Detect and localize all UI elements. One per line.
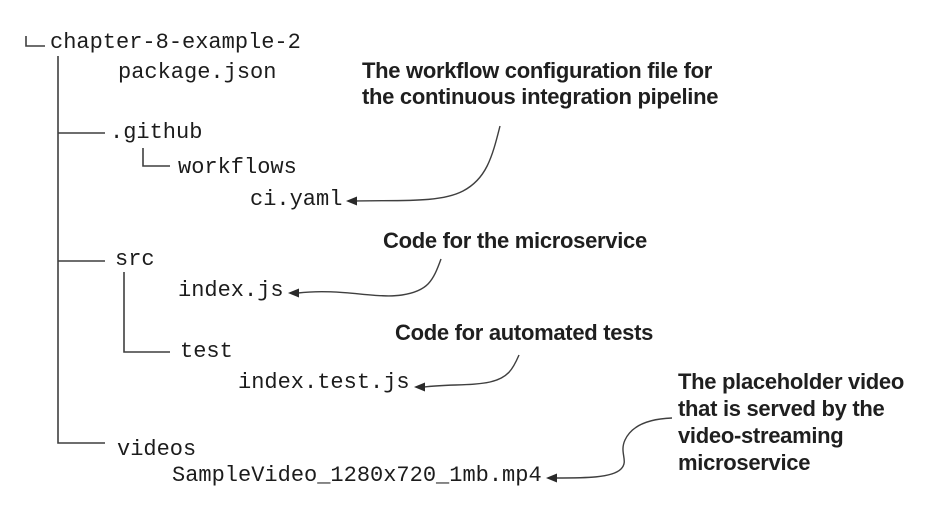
arrowhead-ci-yaml-icon: [346, 196, 357, 206]
annotation-tests: Code for automated tests: [395, 320, 654, 345]
arrowhead-index-js-icon: [288, 288, 299, 298]
annotation-placeholder-video: The placeholder video that is served by …: [678, 369, 904, 475]
tree-node-index-js: index.js: [178, 278, 284, 303]
tree-corner-workflows-line: [142, 148, 170, 167]
tree-node-test: test: [180, 339, 233, 364]
tree-node-package-json: package.json: [118, 60, 277, 85]
arrow-index-test-js: [423, 354, 520, 388]
annotation-microservice: Code for the microservice: [383, 228, 647, 253]
arrow-ci-yaml: [355, 125, 501, 202]
tree-root-corner-line: [25, 36, 45, 47]
tree-node-ci-yaml: ci.yaml: [250, 187, 343, 212]
arrow-sample-video: [555, 417, 673, 479]
tree-root-label: chapter-8-example-2: [50, 30, 301, 55]
tree-corner-test-line: [123, 272, 170, 353]
tree-node-src: src: [115, 247, 155, 272]
arrowhead-sample-video-icon: [546, 473, 557, 483]
arrow-index-js: [297, 258, 442, 297]
tree-node-workflows: workflows: [178, 155, 297, 180]
tree-node-index-test-js: index.test.js: [238, 370, 410, 395]
tree-node-sample-video: SampleVideo_1280x720_1mb.mp4: [172, 463, 542, 488]
tree-node-github: .github: [110, 120, 203, 145]
tree-node-videos: videos: [117, 437, 197, 462]
annotation-ci-pipeline: The workflow configuration file for the …: [362, 58, 719, 109]
arrowhead-index-test-js-icon: [414, 382, 425, 392]
tree-main-vertical-line: [57, 56, 105, 444]
